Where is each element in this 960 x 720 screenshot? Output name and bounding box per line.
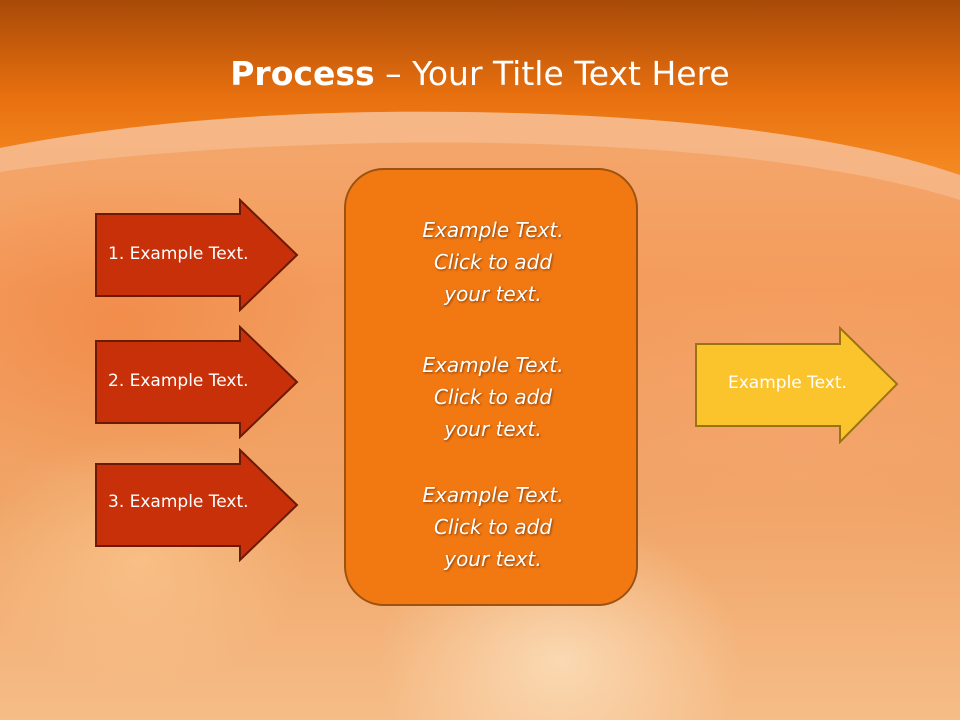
input-arrow-3-label: 3. Example Text. [108,492,249,512]
title-rest: – Your Title Text Here [374,54,730,93]
center-text-block-3: Example Text. Click to add your text. [346,479,640,575]
center-block-3-line-1: Example Text. [422,483,564,507]
input-arrow-1: 1. Example Text. [94,198,300,312]
center-text-block-2: Example Text. Click to add your text. [346,349,640,445]
center-block-1-line-2: Click to add [433,250,553,274]
input-arrow-3: 3. Example Text. [94,448,300,562]
center-block-3-line-3: your text. [444,547,542,571]
input-arrow-2: 2. Example Text. [94,325,300,439]
title-bold: Process [230,54,375,93]
slide-title: Process – Your Title Text Here [0,54,960,94]
center-block-2-line-3: your text. [444,417,542,441]
input-arrow-2-label: 2. Example Text. [108,371,249,391]
center-text-block-1: Example Text. Click to add your text. [346,214,640,310]
output-arrow-label: Example Text. [728,373,847,393]
center-box: Example Text. Click to add your text. Ex… [344,168,638,606]
center-block-2-line-1: Example Text. [422,353,564,377]
input-arrow-1-label: 1. Example Text. [108,244,249,264]
header-band [0,0,960,200]
center-block-3-line-2: Click to add [433,515,553,539]
center-block-1-line-3: your text. [444,282,542,306]
output-arrow: Example Text. [694,326,900,444]
center-block-1-line-1: Example Text. [422,218,564,242]
center-block-2-line-2: Click to add [433,385,553,409]
